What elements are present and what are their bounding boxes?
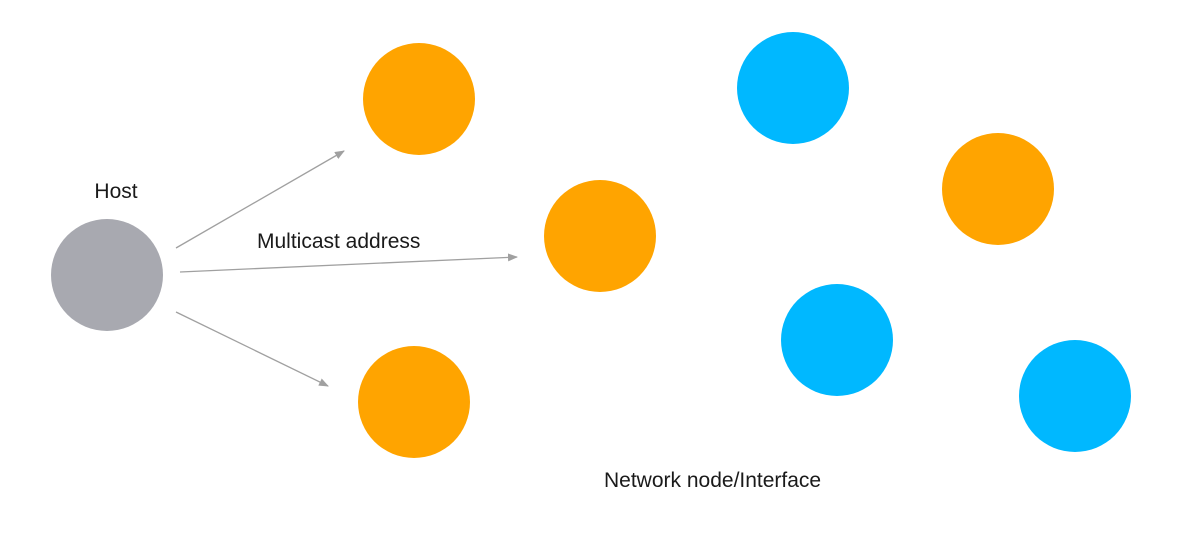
other-node-middle bbox=[781, 284, 893, 396]
member-node-middle bbox=[544, 180, 656, 292]
arrow-to-bottom-member bbox=[175, 311, 329, 387]
arrow-to-middle-member bbox=[179, 253, 518, 273]
member-node-bottom bbox=[358, 346, 470, 458]
other-node-top bbox=[737, 32, 849, 144]
member-node-right bbox=[942, 133, 1054, 245]
other-node-right bbox=[1019, 340, 1131, 452]
multicast-address-label: Multicast address bbox=[257, 230, 420, 253]
member-node-top bbox=[363, 43, 475, 155]
arrow-to-top-member bbox=[175, 150, 345, 249]
host-label: Host bbox=[94, 180, 137, 203]
host-node bbox=[51, 219, 163, 331]
network-node-label: Network node/Interface bbox=[604, 469, 821, 492]
